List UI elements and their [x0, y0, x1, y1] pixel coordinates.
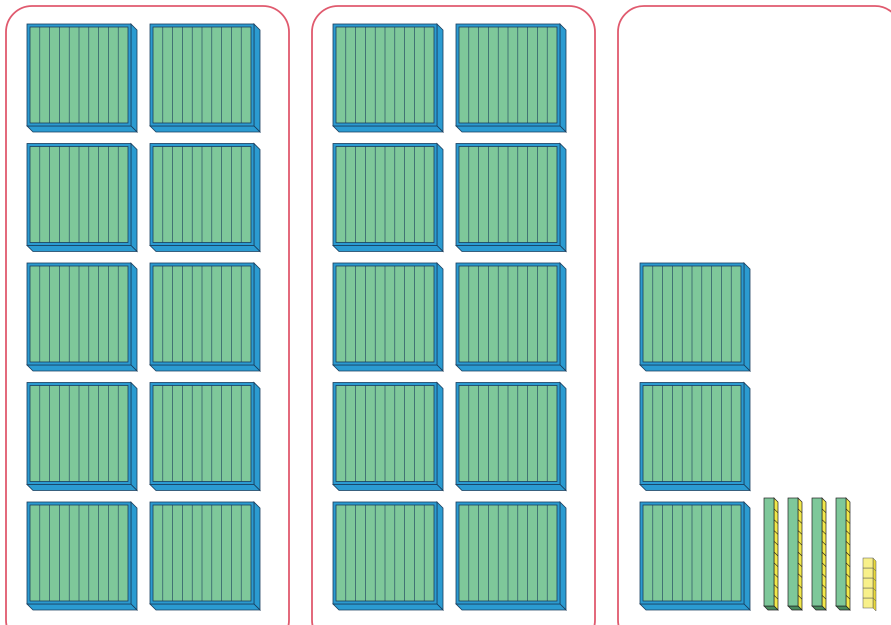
group-3	[618, 6, 891, 625]
hundred-flat	[456, 263, 566, 371]
ten-rod	[836, 498, 850, 610]
hundred-flat	[640, 502, 750, 610]
hundred-flat	[27, 502, 137, 610]
hundred-flat	[27, 383, 137, 491]
ten-rod	[764, 498, 778, 610]
hundred-flat	[150, 502, 260, 610]
ten-rod	[788, 498, 802, 610]
hundred-flat	[640, 383, 750, 491]
hundred-flat	[150, 383, 260, 491]
hundred-flat	[456, 144, 566, 252]
hundred-flat	[27, 24, 137, 132]
hundred-flat	[150, 263, 260, 371]
ten-rod	[812, 498, 826, 610]
hundred-flat	[456, 502, 566, 610]
hundred-flat	[333, 502, 443, 610]
hundred-flat	[640, 263, 750, 371]
hundred-flat	[27, 144, 137, 252]
hundred-flat	[333, 263, 443, 371]
hundred-flat	[456, 383, 566, 491]
hundred-flat	[150, 24, 260, 132]
group-1	[6, 6, 289, 625]
hundred-flat	[333, 24, 443, 132]
hundred-flat	[333, 144, 443, 252]
hundred-flat	[333, 383, 443, 491]
unit-stack	[863, 558, 876, 611]
hundred-flat	[456, 24, 566, 132]
hundred-flat	[27, 263, 137, 371]
hundred-flat	[150, 144, 260, 252]
group-2	[312, 6, 595, 625]
